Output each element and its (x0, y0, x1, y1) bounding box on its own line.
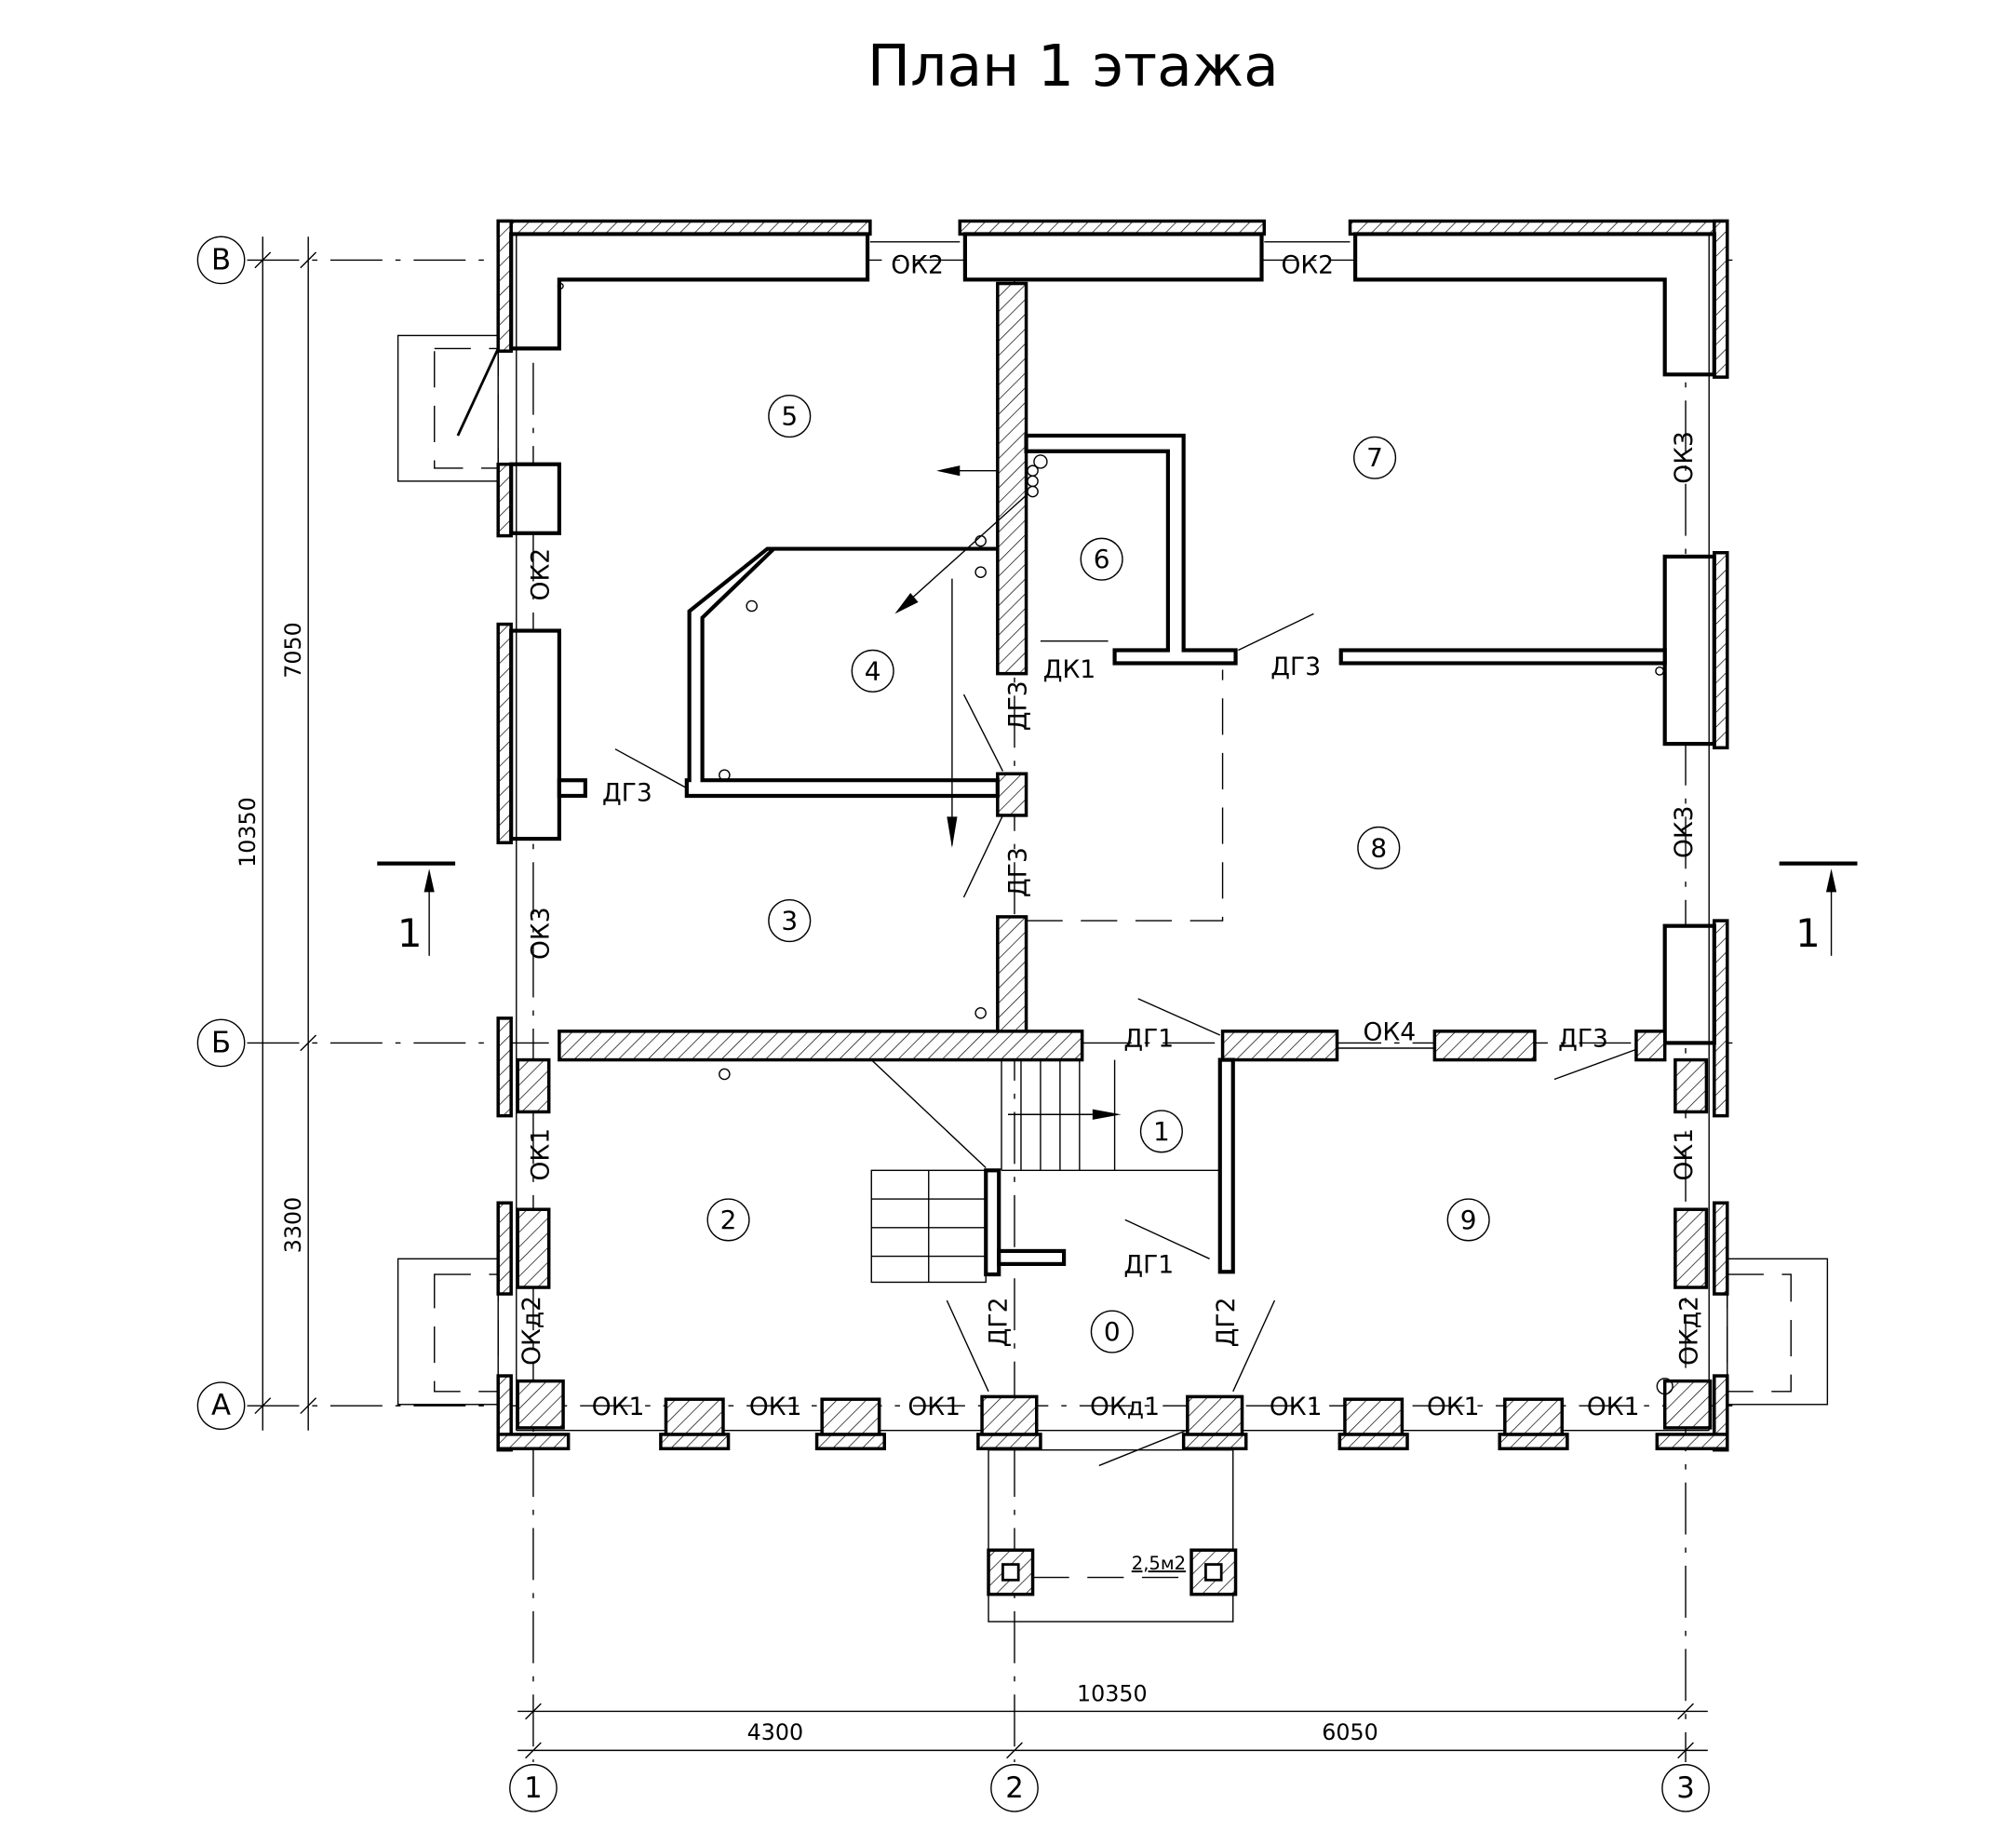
svg-text:ОК3: ОК3 (1670, 431, 1699, 484)
fixtures (557, 282, 1673, 1395)
room-labels: 0 1 2 3 4 5 6 7 8 9 (706, 394, 1490, 1353)
axis-label-3: 3 (1676, 1771, 1695, 1805)
svg-text:ОК3: ОК3 (1670, 805, 1699, 858)
room-2: 2 (720, 1205, 737, 1235)
opening-marks: ОК2 ОК2 ОК2 ОК3 ОК1 ОКд2 ОК3 ОК3 ОК1 ОКд… (517, 250, 1704, 1574)
svg-text:ОКд2: ОКд2 (517, 1296, 546, 1366)
dim-left-upper: 7050 (280, 622, 306, 678)
room-6: 6 (1094, 544, 1110, 574)
svg-text:ДГ3: ДГ3 (1004, 680, 1033, 731)
svg-text:ДГ1: ДГ1 (1123, 1251, 1174, 1280)
dim-bottom-right: 6050 (1322, 1719, 1378, 1745)
svg-text:ОК2: ОК2 (1281, 250, 1334, 279)
dim-bottom-total: 10350 (1077, 1680, 1148, 1706)
plan-title: План 1 этажа (867, 34, 1279, 100)
axis-label-1: 1 (524, 1771, 543, 1805)
exterior-walls (496, 219, 1729, 1452)
room-9: 9 (1460, 1205, 1477, 1235)
axis-label-v: В (211, 243, 231, 276)
room-5: 5 (781, 401, 798, 432)
dim-bottom-left: 4300 (747, 1719, 803, 1745)
axis-label-2: 2 (1005, 1771, 1024, 1805)
axis-lines (247, 234, 1743, 1762)
room-7: 7 (1366, 442, 1383, 473)
svg-text:ДГ3: ДГ3 (1558, 1025, 1608, 1054)
svg-text:ОК1: ОК1 (1587, 1393, 1640, 1421)
section-mark-right: 1 (1779, 861, 1858, 956)
axis-label-a: А (211, 1389, 231, 1422)
svg-text:ДГ2: ДГ2 (985, 1298, 1014, 1348)
svg-text:ОК1: ОК1 (527, 1128, 556, 1181)
svg-text:ОК1: ОК1 (1670, 1128, 1699, 1181)
room-0: 0 (1104, 1316, 1121, 1347)
svg-text:ОКд2: ОКд2 (1675, 1296, 1704, 1366)
svg-text:ОК1: ОК1 (592, 1393, 645, 1421)
zone-outline-8 (1026, 669, 1224, 922)
svg-text:ОК2: ОК2 (527, 548, 556, 601)
svg-text:ДГ1: ДГ1 (1123, 1025, 1174, 1054)
svg-text:ОК1: ОК1 (749, 1393, 802, 1421)
svg-text:ДГ2: ДГ2 (1212, 1298, 1241, 1348)
svg-text:ОК1: ОК1 (907, 1393, 961, 1421)
balconies (396, 334, 1829, 1406)
dim-left-total: 10350 (235, 797, 261, 868)
svg-text:ДК1: ДК1 (1043, 655, 1095, 684)
porch (987, 1430, 1238, 1622)
interior-walls (557, 281, 1667, 1277)
dimension-lines (254, 236, 1708, 1759)
axis-label-b: Б (211, 1026, 231, 1059)
room-8: 8 (1370, 832, 1387, 863)
svg-text:ОК2: ОК2 (891, 250, 944, 279)
svg-text:ДГ3: ДГ3 (1270, 653, 1321, 681)
axis-markers: В Б А 1 2 3 (196, 236, 1710, 1812)
svg-text:ОК4: ОК4 (1363, 1018, 1416, 1047)
staircase (870, 1059, 1220, 1284)
svg-text:ДГ3: ДГ3 (1004, 847, 1033, 897)
svg-text:1: 1 (1795, 910, 1821, 956)
window-piers-bottom (496, 1394, 1729, 1451)
porch-area-label: 2,5м2 (1132, 1553, 1186, 1574)
section-mark-left: 1 (377, 861, 456, 956)
room-3: 3 (781, 906, 798, 936)
svg-text:ДГ3: ДГ3 (602, 779, 652, 808)
svg-text:ОКд1: ОКд1 (1090, 1393, 1160, 1421)
svg-text:ОК3: ОК3 (527, 907, 556, 960)
room-4: 4 (865, 655, 881, 686)
svg-text:ОК1: ОК1 (1270, 1393, 1323, 1421)
svg-text:1: 1 (397, 910, 423, 956)
room-1: 1 (1153, 1116, 1170, 1147)
svg-text:ОК1: ОК1 (1427, 1393, 1480, 1421)
dim-left-lower: 3300 (280, 1197, 306, 1253)
